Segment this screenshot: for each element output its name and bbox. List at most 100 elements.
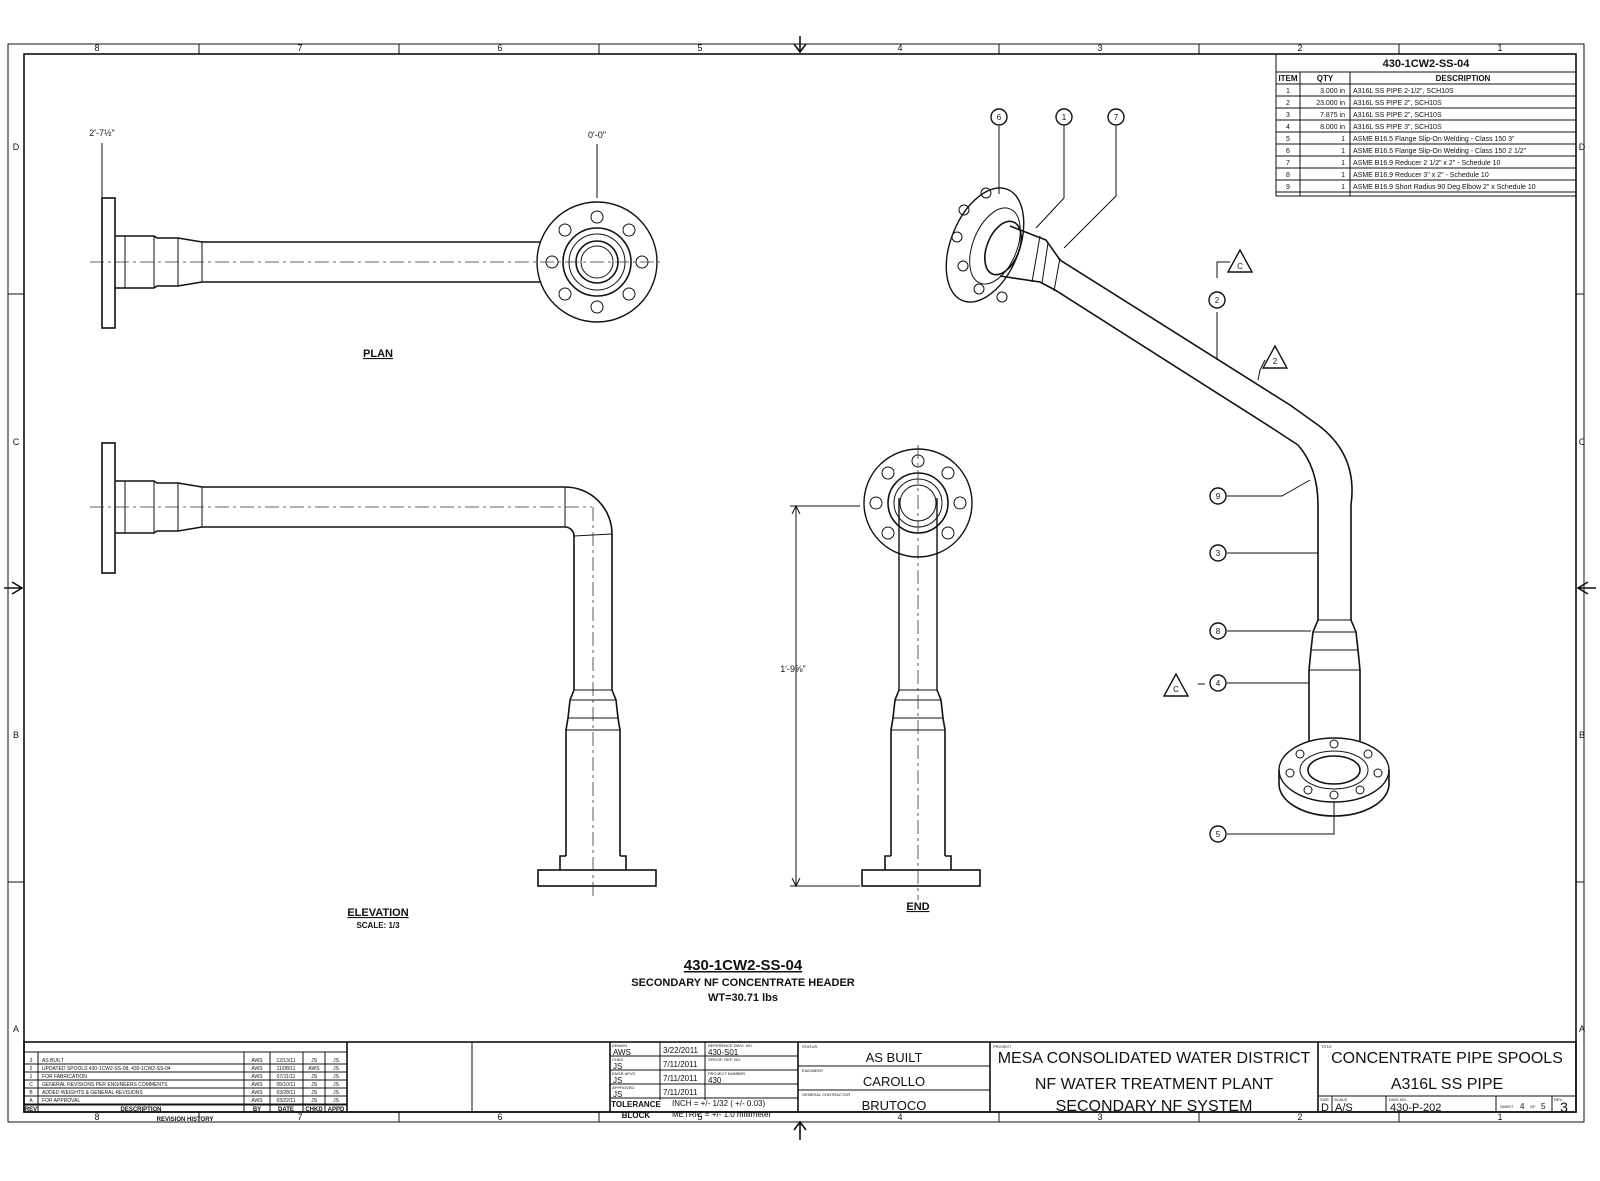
status-value: AS BUILT xyxy=(866,1050,923,1065)
balloon-1: 1 xyxy=(1062,113,1067,122)
zone-col-bottom-5: 5 xyxy=(697,1112,702,1122)
revision-chkd: JS xyxy=(311,1058,318,1064)
bom-item-description: ASME B16.9 Reducer 3" x 2" - Schedule 10 xyxy=(1353,172,1489,179)
signoff-initials: JS xyxy=(613,1062,622,1071)
contractor-value: BRUTOCO xyxy=(862,1098,927,1113)
bom-item-qty: 23.000 in xyxy=(1316,100,1345,107)
bom-item-qty: 1 xyxy=(1341,148,1345,155)
revision-by: AWS xyxy=(251,1090,263,1096)
bom-item-qty: 1 xyxy=(1341,172,1345,179)
zone-markers xyxy=(4,36,1596,1140)
revision-chkd: JS xyxy=(311,1090,318,1096)
zone-col-top-4: 4 xyxy=(897,43,902,53)
title-line-1: CONCENTRATE PIPE SPOOLS xyxy=(1331,1050,1563,1067)
elevation-scale: SCALE: 1/3 xyxy=(356,921,400,930)
signoff-date: 7/11/2011 xyxy=(663,1074,698,1083)
bom-item-qty: 8.000 in xyxy=(1320,124,1345,131)
plan-label: PLAN xyxy=(363,348,393,360)
zone-col-bottom-6: 6 xyxy=(497,1112,502,1122)
zone-col-top-1: 1 xyxy=(1497,43,1502,53)
drawing-name: SECONDARY NF CONCENTRATE HEADER xyxy=(631,977,855,989)
rev-header-date: DATE xyxy=(278,1107,294,1113)
bom-item-qty: 3.000 in xyxy=(1320,88,1345,95)
revision-appd: JS xyxy=(333,1090,340,1096)
status-block: STATUS AS BUILT ENGINEER CAROLLO GENERAL… xyxy=(798,1042,991,1113)
bom-item-description: ASME B16.5 Flange Slip-On Welding - Clas… xyxy=(1353,136,1515,143)
project-number-label: PROJECT NUMBER xyxy=(708,1071,745,1076)
zone-col-top-3: 3 xyxy=(1097,43,1102,53)
bom-item-number: 4 xyxy=(1286,124,1290,131)
sheet-of-value: 5 xyxy=(1541,1102,1546,1111)
revision-rev: 1 xyxy=(30,1074,33,1080)
revision-chkd: AWS xyxy=(308,1066,320,1072)
rev-flag-2: 2 xyxy=(1273,357,1278,366)
signoff-date: 7/11/2011 xyxy=(663,1088,698,1097)
sheet-of-label: OF xyxy=(1530,1104,1536,1109)
signoff-initials: JS xyxy=(613,1090,622,1099)
revision-date: 05/10/11 xyxy=(276,1082,295,1088)
bom-header-item: ITEM xyxy=(1278,74,1297,83)
zone-row-left-c: C xyxy=(13,437,20,447)
bom-item-description: A316L SS PIPE 2-1/2", SCH10S xyxy=(1353,88,1454,95)
rev-header-by: BY xyxy=(253,1107,261,1113)
revision-date: 12/13/11 xyxy=(276,1058,295,1064)
size-value: D xyxy=(1321,1102,1329,1114)
zone-col-bottom-4: 4 xyxy=(897,1112,902,1122)
project-number-value: 430 xyxy=(708,1076,722,1085)
rev-header-appd: APPD xyxy=(328,1107,345,1113)
contractor-label: GENERAL CONTRACTOR xyxy=(802,1092,850,1097)
sheet-value: 4 xyxy=(1520,1102,1525,1111)
revision-appd: JS xyxy=(333,1098,340,1104)
rev-header-description: DESCRIPTION xyxy=(120,1107,161,1113)
revision-desc: ADDED WEIGHTS & GENERAL REVISIONS xyxy=(42,1090,143,1096)
status-label: STATUS xyxy=(802,1044,818,1049)
revision-chkd: JS xyxy=(311,1082,318,1088)
revision-by: AWS xyxy=(251,1098,263,1104)
revision-chkd: JS xyxy=(311,1098,318,1104)
isometric-view xyxy=(945,187,1390,817)
zone-col-bottom-1: 1 xyxy=(1497,1112,1502,1122)
bom-item-number: 3 xyxy=(1286,112,1290,119)
revision-rev: B xyxy=(29,1090,33,1096)
revision-desc: FOR FABRICATION xyxy=(42,1074,87,1080)
plan-view: 2'-7½" 0'-0" PLAN xyxy=(89,128,660,360)
balloon-8: 8 xyxy=(1216,627,1221,636)
zone-labels: 8 7 6 5 4 3 2 1 8 7 6 5 4 3 2 1 D C B A … xyxy=(13,43,1586,1122)
title-label: TITLE xyxy=(1321,1044,1332,1049)
bom-item-qty: 7.875 in xyxy=(1320,112,1345,119)
bom-item-qty: 1 xyxy=(1341,184,1345,191)
signoff-label: APPROVED xyxy=(612,1085,634,1090)
zone-row-right-c: C xyxy=(1579,437,1586,447)
rev-header-chkd: CHKD xyxy=(305,1107,323,1113)
bom-item-qty: 1 xyxy=(1341,136,1345,143)
revision-desc: GENERAL REVISIONS PER ENGINEERS COMMENTS xyxy=(42,1082,168,1088)
scale-label: SCALE xyxy=(1334,1097,1347,1102)
revision-rev: C xyxy=(29,1082,33,1088)
zone-col-bottom-3: 3 xyxy=(1097,1112,1102,1122)
spec-ref-label: SPECIF. REF. NO. xyxy=(708,1057,741,1062)
revision-by: AWS xyxy=(251,1074,263,1080)
bom-item-description: A316L SS PIPE 2", SCH10S xyxy=(1353,100,1442,107)
revision-date: 07/11/11 xyxy=(277,1074,296,1080)
revision-desc: FOR APPROVAL xyxy=(42,1098,80,1104)
project-line-2: NF WATER TREATMENT PLANT xyxy=(1035,1076,1273,1093)
tolerance-inch: INCH = +/- 1/32 ( +/- 0.03) xyxy=(672,1099,765,1108)
bom-item-description: A316L SS PIPE 2", SCH10S xyxy=(1353,112,1442,119)
elevation-label: ELEVATION xyxy=(347,907,408,919)
end-view: 1'-9⅝" END xyxy=(780,445,981,913)
rev-value: 3 xyxy=(1560,1099,1568,1115)
title-info-block: TITLE CONCENTRATE PIPE SPOOLS A316L SS P… xyxy=(1318,1044,1576,1115)
signoff-date: 7/11/2011 xyxy=(663,1060,698,1069)
bom-header-qty: QTY xyxy=(1317,74,1334,83)
balloon-5: 5 xyxy=(1216,830,1221,839)
end-label: END xyxy=(906,901,929,913)
zone-col-bottom-7: 7 xyxy=(297,1112,302,1122)
revision-appd: JS xyxy=(333,1082,340,1088)
revision-history-title: REVISION HISTORY xyxy=(157,1117,214,1123)
revision-by: AWS xyxy=(251,1066,263,1072)
signoff-label: DRAWN xyxy=(612,1043,627,1048)
revision-appd: JS xyxy=(333,1058,340,1064)
size-label: SIZE xyxy=(1320,1097,1329,1102)
